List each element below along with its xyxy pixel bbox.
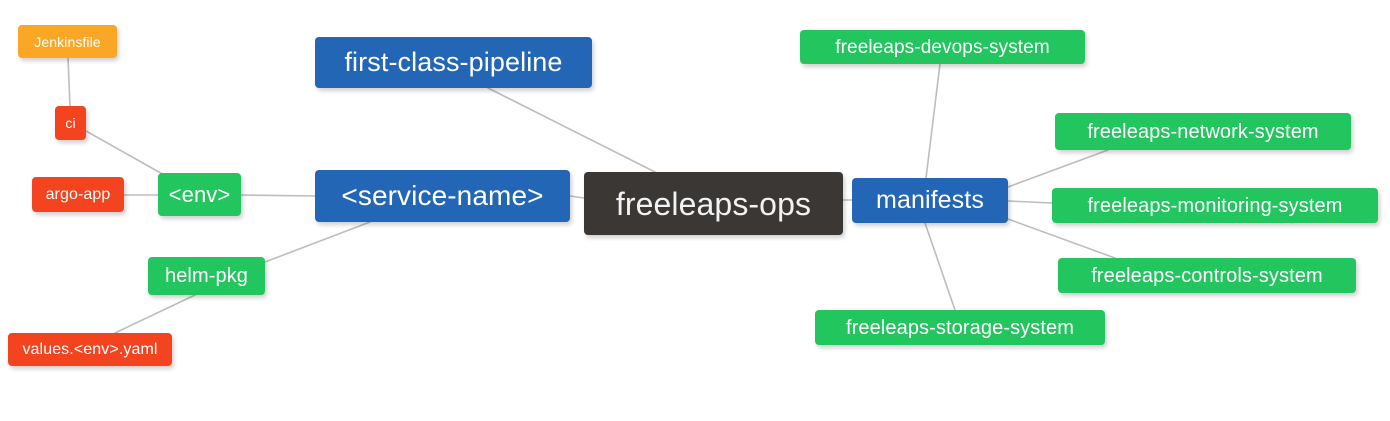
node-freeleaps-controls-system[interactable]: freeleaps-controls-system: [1058, 258, 1356, 293]
node-label-freeleaps-controls-system: freeleaps-controls-system: [1091, 264, 1323, 287]
edge-jenkinsfile-to-ci: [67, 57, 71, 107]
edge-manifests-to-freeleaps-network-system: [1007, 149, 1109, 188]
node-freeleaps-storage-system[interactable]: freeleaps-storage-system: [815, 310, 1105, 345]
node-label-ci: ci: [65, 115, 76, 131]
edge-manifests-to-freeleaps-storage-system: [924, 222, 956, 311]
edge-manifests-to-freeleaps-controls-system: [1007, 218, 1116, 259]
node-label-env: <env>: [168, 181, 231, 207]
node-label-service-name: <service-name>: [341, 180, 544, 211]
node-freeleaps-ops[interactable]: freeleaps-ops: [584, 172, 843, 235]
node-label-freeleaps-devops-system: freeleaps-devops-system: [835, 36, 1050, 58]
node-values-env-yaml[interactable]: values.<env>.yaml: [8, 333, 172, 366]
node-freeleaps-monitoring-system[interactable]: freeleaps-monitoring-system: [1052, 188, 1378, 223]
node-manifests[interactable]: manifests: [852, 178, 1008, 223]
node-freeleaps-devops-system[interactable]: freeleaps-devops-system: [800, 30, 1085, 64]
edge-values-env-yaml-to-helm-pkg: [114, 294, 196, 334]
node-freeleaps-network-system[interactable]: freeleaps-network-system: [1055, 113, 1351, 150]
node-label-values-env-yaml: values.<env>.yaml: [22, 340, 158, 358]
edge-manifests-to-freeleaps-devops-system: [925, 63, 941, 179]
edge-first-class-pipeline-to-freeleaps-ops: [487, 87, 656, 173]
node-helm-pkg[interactable]: helm-pkg: [148, 257, 265, 295]
node-ci[interactable]: ci: [55, 106, 86, 140]
node-label-first-class-pipeline: first-class-pipeline: [344, 47, 563, 77]
node-label-freeleaps-ops: freeleaps-ops: [615, 185, 812, 222]
node-label-jenkinsfile: Jenkinsfile: [34, 33, 101, 50]
node-label-freeleaps-network-system: freeleaps-network-system: [1087, 120, 1319, 143]
node-label-freeleaps-storage-system: freeleaps-storage-system: [845, 316, 1075, 339]
node-env[interactable]: <env>: [158, 173, 241, 216]
edge-ci-to-env: [85, 130, 167, 177]
edge-manifests-to-freeleaps-monitoring-system: [1007, 200, 1053, 204]
edge-helm-pkg-to-service-name: [264, 221, 371, 263]
node-service-name[interactable]: <service-name>: [315, 170, 570, 222]
node-label-helm-pkg: helm-pkg: [164, 265, 249, 287]
node-label-argo-app: argo-app: [45, 185, 111, 203]
node-argo-app[interactable]: argo-app: [32, 177, 124, 212]
node-label-freeleaps-monitoring-system: freeleaps-monitoring-system: [1087, 194, 1343, 217]
node-label-manifests: manifests: [876, 186, 984, 214]
node-jenkinsfile[interactable]: Jenkinsfile: [18, 25, 117, 58]
node-first-class-pipeline[interactable]: first-class-pipeline: [315, 37, 592, 88]
edge-env-to-service-name: [240, 194, 316, 197]
edge-service-name-to-freeleaps-ops: [569, 195, 585, 199]
